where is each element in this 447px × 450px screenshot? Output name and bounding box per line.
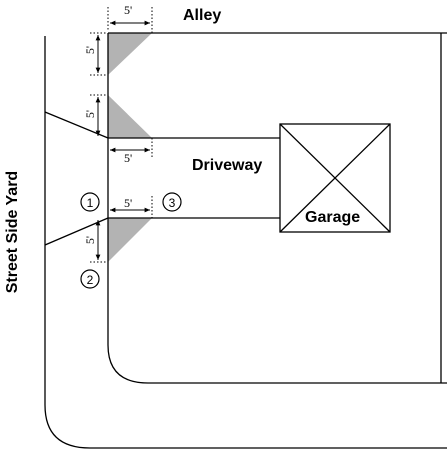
dim-driveway-bottom-horizontal: 5' bbox=[124, 196, 132, 210]
garage-box bbox=[279, 123, 391, 233]
dim-middle-vertical: 5' bbox=[83, 110, 97, 118]
property-line bbox=[107, 33, 447, 384]
alley-label: Alley bbox=[183, 7, 221, 24]
outer-lot-line bbox=[44, 36, 447, 449]
marker-1: 1 bbox=[80, 192, 100, 212]
marker-2: 2 bbox=[80, 269, 100, 289]
svg-text:3: 3 bbox=[169, 196, 176, 210]
dimension-arrows bbox=[95, 20, 150, 260]
garage-label: Garage bbox=[305, 209, 360, 226]
dim-driveway-top-horizontal: 5' bbox=[124, 151, 132, 165]
sight-triangle-driveway-top bbox=[108, 95, 152, 138]
driveway-flare-top bbox=[44, 111, 109, 139]
driveway-label: Driveway bbox=[192, 157, 262, 174]
dim-top-horizontal: 5' bbox=[124, 3, 132, 17]
dim-bottom-vertical: 5' bbox=[83, 236, 97, 244]
dim-top-vertical: 5' bbox=[83, 46, 97, 54]
marker-3: 3 bbox=[162, 192, 182, 212]
driveway-flare-bottom bbox=[44, 217, 109, 246]
sight-triangle-driveway-bottom bbox=[108, 218, 152, 262]
street-side-yard-label: Street Side Yard bbox=[4, 171, 21, 293]
sight-triangle-alley bbox=[108, 33, 152, 75]
garage-diagonal-2 bbox=[279, 123, 391, 233]
svg-text:1: 1 bbox=[87, 196, 94, 210]
dotted-extension-lines bbox=[90, 7, 153, 263]
svg-text:2: 2 bbox=[87, 273, 94, 287]
